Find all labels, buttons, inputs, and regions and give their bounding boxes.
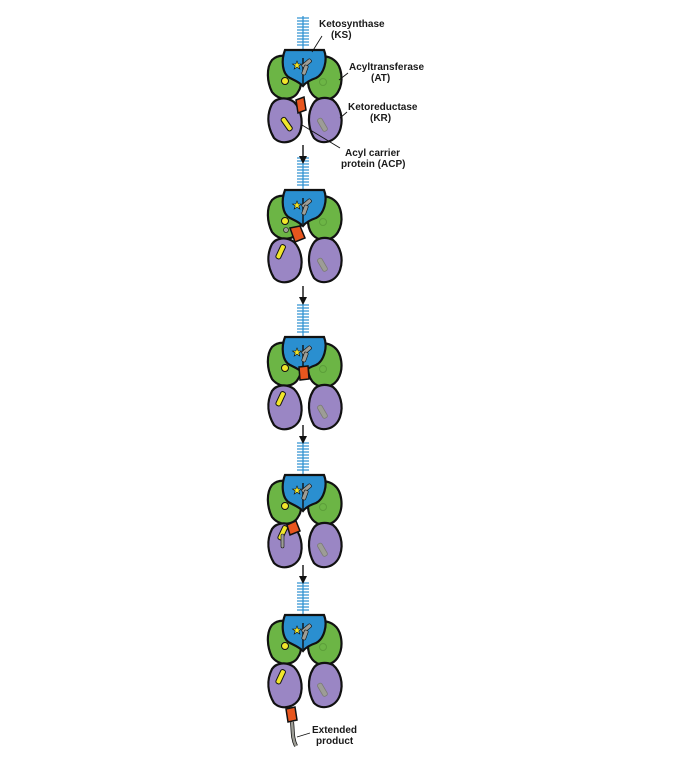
at-label-abbr: (AT) [371,73,390,84]
acp-domain [295,95,307,115]
module-step-4 [266,439,343,569]
kr-label-abbr: (KR) [370,113,391,124]
ks-label-abbr: (KS) [331,30,352,41]
extended-product [285,706,298,747]
acp-label: Acyl carrier [345,148,400,159]
at-label: Acyltransferase [349,62,424,73]
module-step-3 [266,301,343,431]
kr-label: Ketoreductase [348,102,418,113]
kr-yellow-rod [280,116,293,132]
product-label-2: product [316,736,354,747]
module-step-5 [266,579,343,709]
ks-label: Ketosynthase [319,19,385,30]
label-leaders [296,35,349,738]
product-label: Extended [312,725,357,736]
acp-label-abbr: protein (ACP) [341,159,405,170]
module-step-1 [266,14,343,144]
module-step-2 [266,154,343,284]
